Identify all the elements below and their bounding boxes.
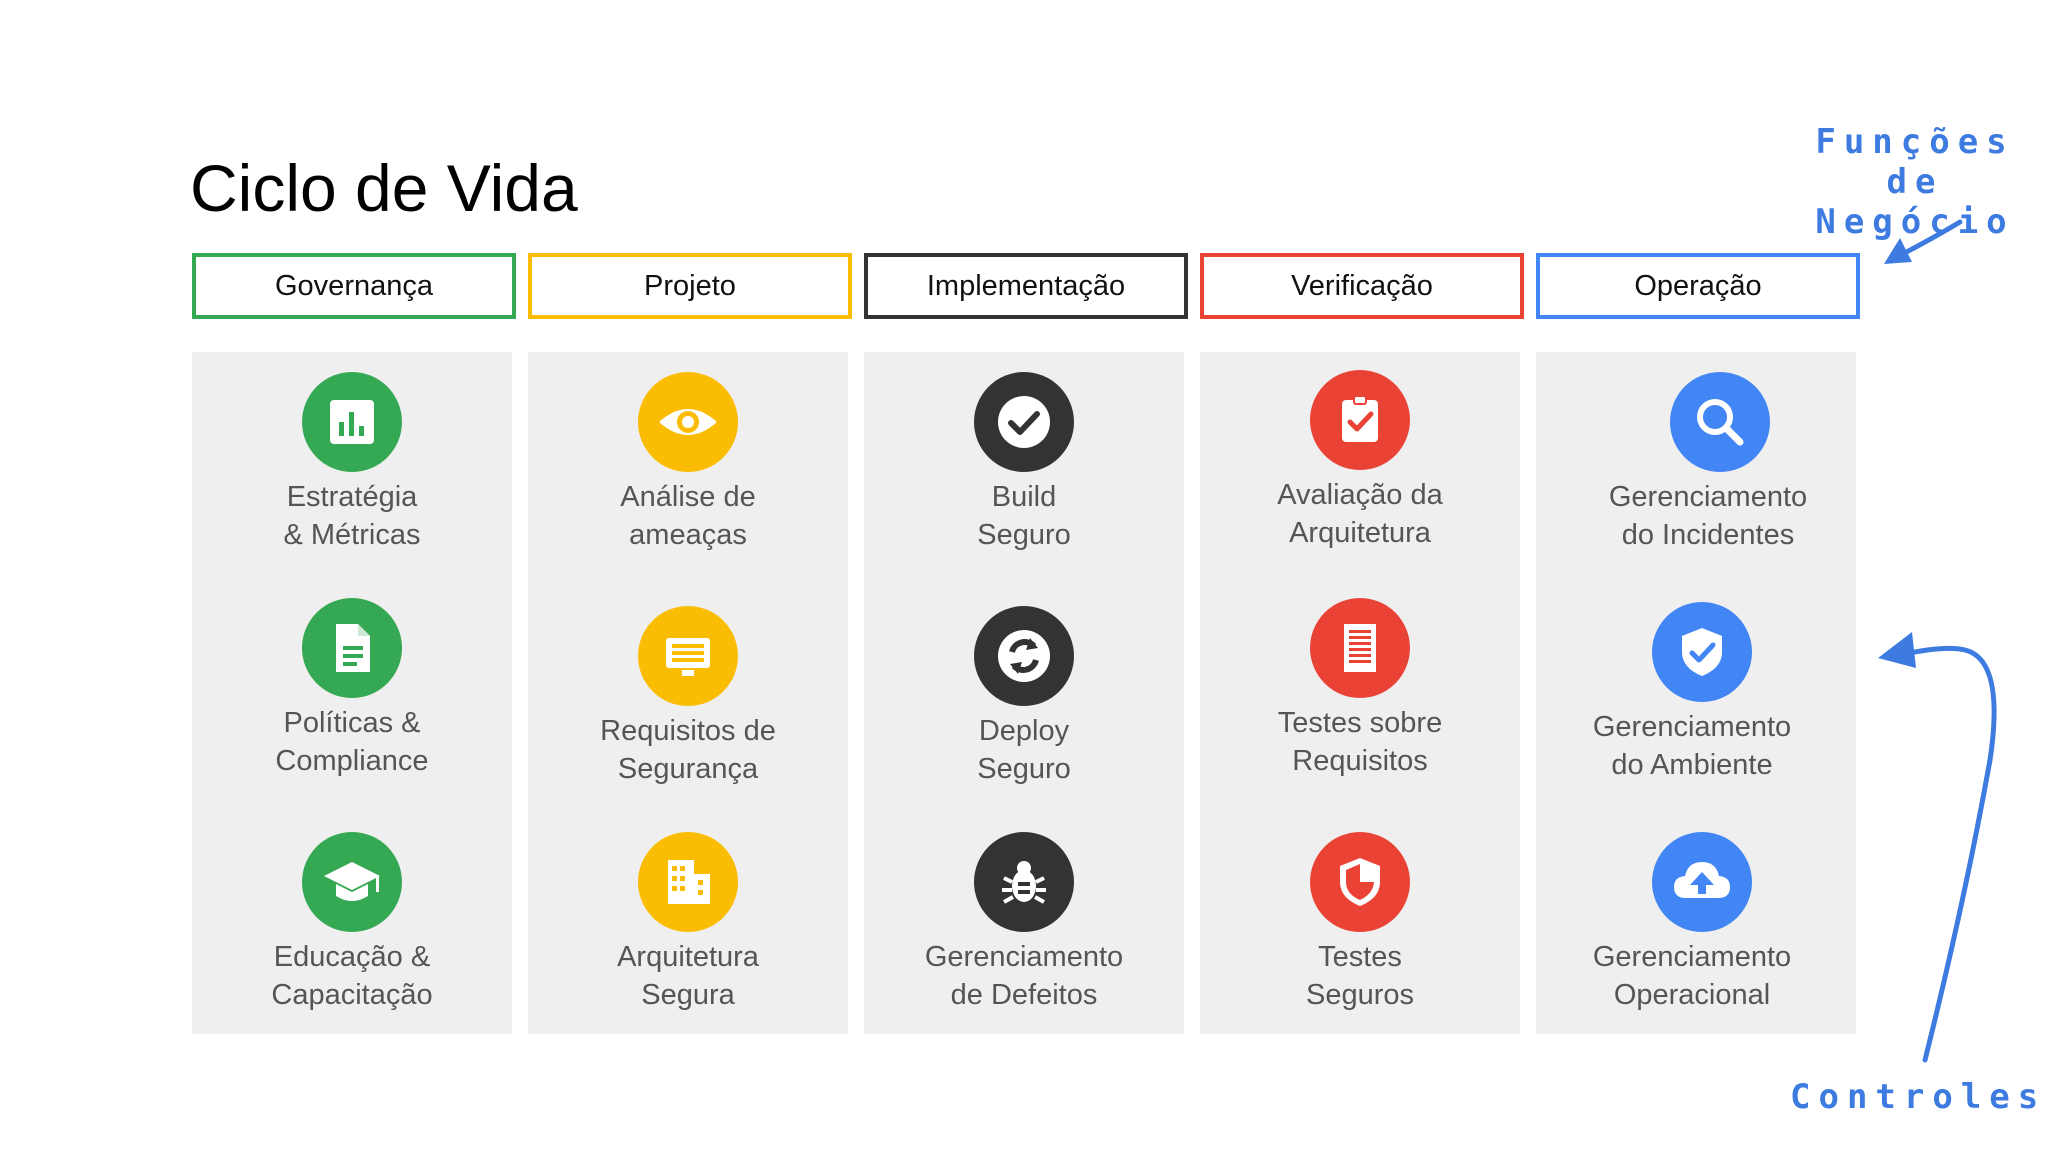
practice-label: Políticas & Compliance (275, 707, 429, 777)
checkmark-icon (974, 372, 1074, 472)
arrow-to-controls (1878, 632, 1997, 1063)
column-implementacao: Build Seguro Deploy Seguro Gerenciamento… (864, 352, 1184, 1034)
practice-label: Requisitos de Segurança (600, 715, 776, 785)
practice-item: Estratégia & Métricas (192, 372, 512, 554)
practice-item: Análise de ameaças (528, 372, 848, 554)
shield-check-icon (1652, 602, 1752, 702)
practice-item: Gerenciamento do Incidentes (1536, 372, 1856, 554)
eye-icon (638, 372, 738, 472)
cloud-upload-icon (1652, 832, 1752, 932)
header-projeto: Projeto (528, 253, 852, 319)
column-governanca: Estratégia & Métricas Políticas & Compli… (192, 352, 512, 1034)
practice-label: Gerenciamento do Ambiente (1592, 711, 1792, 781)
header-verificacao: Verificação (1200, 253, 1524, 319)
shield-icon (1310, 832, 1410, 932)
building-icon (638, 832, 738, 932)
practice-label: Gerenciamento do Incidentes (1608, 481, 1808, 551)
practice-label: Deploy Seguro (977, 715, 1071, 785)
practice-item: Avaliação da Arquitetura (1200, 370, 1520, 552)
refresh-icon (974, 606, 1074, 706)
phase-headers: Governança Projeto Implementação Verific… (192, 253, 1860, 319)
practice-label: Avaliação da Arquitetura (1277, 479, 1443, 549)
practice-label: Educação & Capacitação (271, 941, 433, 1011)
practice-label: Gerenciamento Operacional (1592, 941, 1792, 1011)
practice-label: Testes sobre Requisitos (1277, 707, 1443, 777)
practice-item: Testes sobre Requisitos (1200, 598, 1520, 780)
search-icon (1670, 372, 1770, 472)
header-governanca: Governança (192, 253, 516, 319)
annotation-controls: Controles (1790, 1077, 2047, 1117)
annotation-business-functions: Funções de Negócio (1815, 122, 2015, 242)
bar-chart-icon (302, 372, 402, 472)
column-projeto: Análise de ameaças Requisitos de Seguran… (528, 352, 848, 1034)
arrow-to-headers (1884, 219, 1963, 264)
header-implementacao: Implementação (864, 253, 1188, 319)
bug-icon (974, 832, 1074, 932)
column-operacao: Gerenciamento do Incidentes Gerenciament… (1536, 352, 1856, 1034)
practice-label: Gerenciamento de Defeitos (924, 941, 1124, 1011)
checklist-icon (1310, 598, 1410, 698)
practice-item: Gerenciamento Operacional (1536, 832, 1856, 1014)
clipboard-check-icon (1310, 370, 1410, 470)
page-title: Ciclo de Vida (190, 151, 578, 225)
column-verificacao: Avaliação da Arquitetura Testes sobre Re… (1200, 352, 1520, 1034)
practice-item: Gerenciamento do Ambiente (1536, 602, 1856, 784)
practice-label: Análise de ameaças (620, 481, 756, 551)
practice-item: Deploy Seguro (864, 606, 1184, 788)
practice-item: Educação & Capacitação (192, 832, 512, 1014)
practice-item: Políticas & Compliance (192, 598, 512, 780)
practice-label: Testes Seguros (1305, 941, 1414, 1011)
practice-label: Build Seguro (977, 481, 1071, 551)
header-operacao: Operação (1536, 253, 1860, 319)
practice-item: Requisitos de Segurança (528, 606, 848, 788)
document-icon (302, 598, 402, 698)
graduation-cap-icon (302, 832, 402, 932)
practice-item: Build Seguro (864, 372, 1184, 554)
practice-label: Arquitetura Segura (617, 941, 759, 1011)
practice-item: Testes Seguros (1200, 832, 1520, 1014)
practice-item: Arquitetura Segura (528, 832, 848, 1014)
monitor-list-icon (638, 606, 738, 706)
practice-item: Gerenciamento de Defeitos (864, 832, 1184, 1014)
practice-label: Estratégia & Métricas (283, 481, 421, 551)
